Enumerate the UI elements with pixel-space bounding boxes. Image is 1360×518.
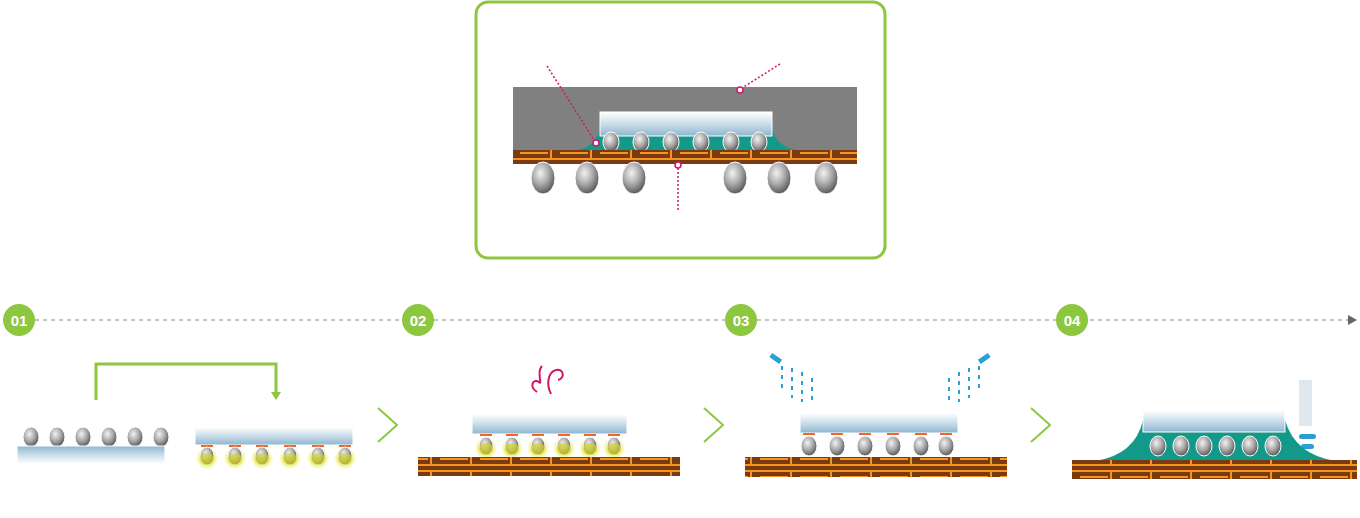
step-circle: 01 (3, 304, 35, 336)
step-circle: 04 (1056, 304, 1088, 336)
step-number: 04 (1064, 313, 1081, 328)
step-number: 03 (733, 313, 750, 328)
timeline-dash (434, 320, 725, 321)
step-circle: 02 (402, 304, 434, 336)
timeline-dash (35, 320, 402, 321)
step-number: 01 (11, 313, 28, 328)
step-circle: 03 (725, 304, 757, 336)
step-number: 02 (410, 313, 427, 328)
timeline-dash (757, 320, 1056, 321)
